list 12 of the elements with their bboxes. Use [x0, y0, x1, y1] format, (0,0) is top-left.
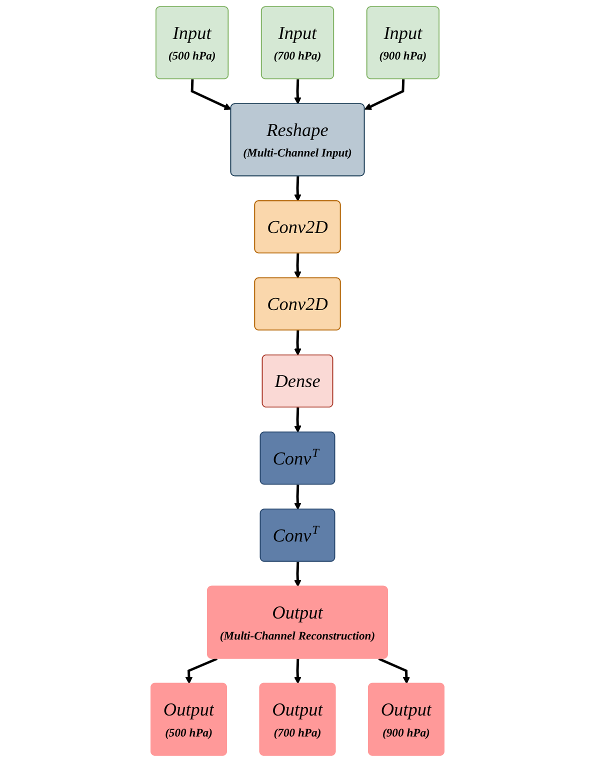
arrow — [294, 176, 302, 202]
arrow — [185, 658, 218, 684]
arrow — [294, 484, 302, 510]
arrow — [294, 253, 302, 279]
arrow — [294, 330, 302, 356]
arrow — [378, 658, 410, 684]
arrow — [294, 562, 302, 587]
arrow — [294, 408, 302, 433]
arrow — [364, 79, 405, 110]
arrow — [294, 658, 302, 684]
arrow — [190, 79, 232, 110]
arrow — [294, 79, 302, 104]
